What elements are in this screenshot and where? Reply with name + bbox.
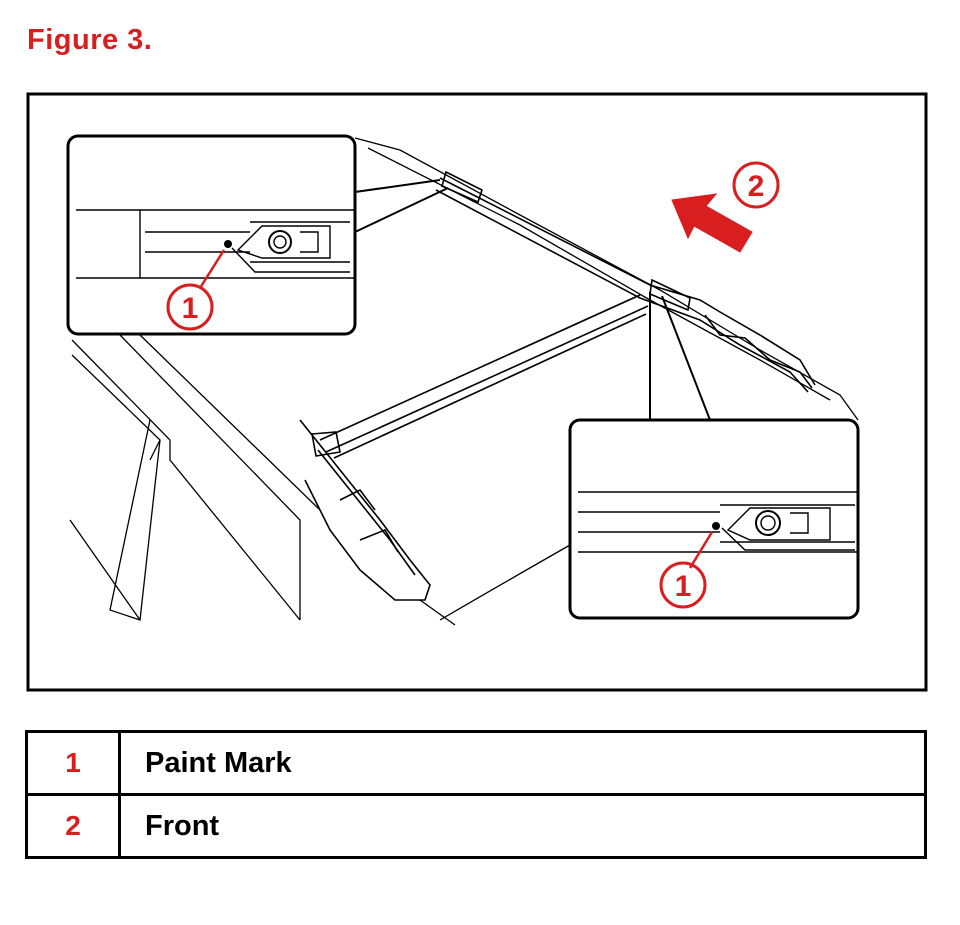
callout-2-label: 2 (748, 170, 765, 203)
paint-mark-dot (712, 522, 720, 530)
diagram-frame (26, 92, 928, 692)
callout-1-bottom-label: 1 (675, 570, 692, 603)
legend-number: 2 (25, 793, 121, 859)
legend-description: Front (118, 793, 927, 859)
inset-top-left: 1 (66, 134, 357, 336)
legend-description: Paint Mark (118, 730, 927, 796)
figure-title: Figure 3. (27, 24, 153, 56)
front-rail (299, 419, 431, 601)
rear-rail (435, 170, 816, 393)
leader-lines (354, 179, 711, 421)
front-arrow-icon: 2 (671, 161, 780, 253)
legend-number: 1 (25, 730, 121, 796)
callout-1-top-label: 1 (182, 292, 199, 325)
legend-row: 1 Paint Mark (25, 730, 927, 796)
legend-row: 2 Front (25, 793, 927, 859)
callout-2 (732, 161, 780, 209)
paint-mark-dot (224, 240, 232, 248)
callout-1-top (166, 283, 214, 331)
legend-table: 1 Paint Mark 2 Front (25, 730, 927, 859)
inset-bottom-right: 1 (568, 418, 860, 620)
vehicle-body (69, 137, 859, 626)
callout-1-bottom (659, 561, 707, 609)
crossbar (311, 294, 649, 459)
